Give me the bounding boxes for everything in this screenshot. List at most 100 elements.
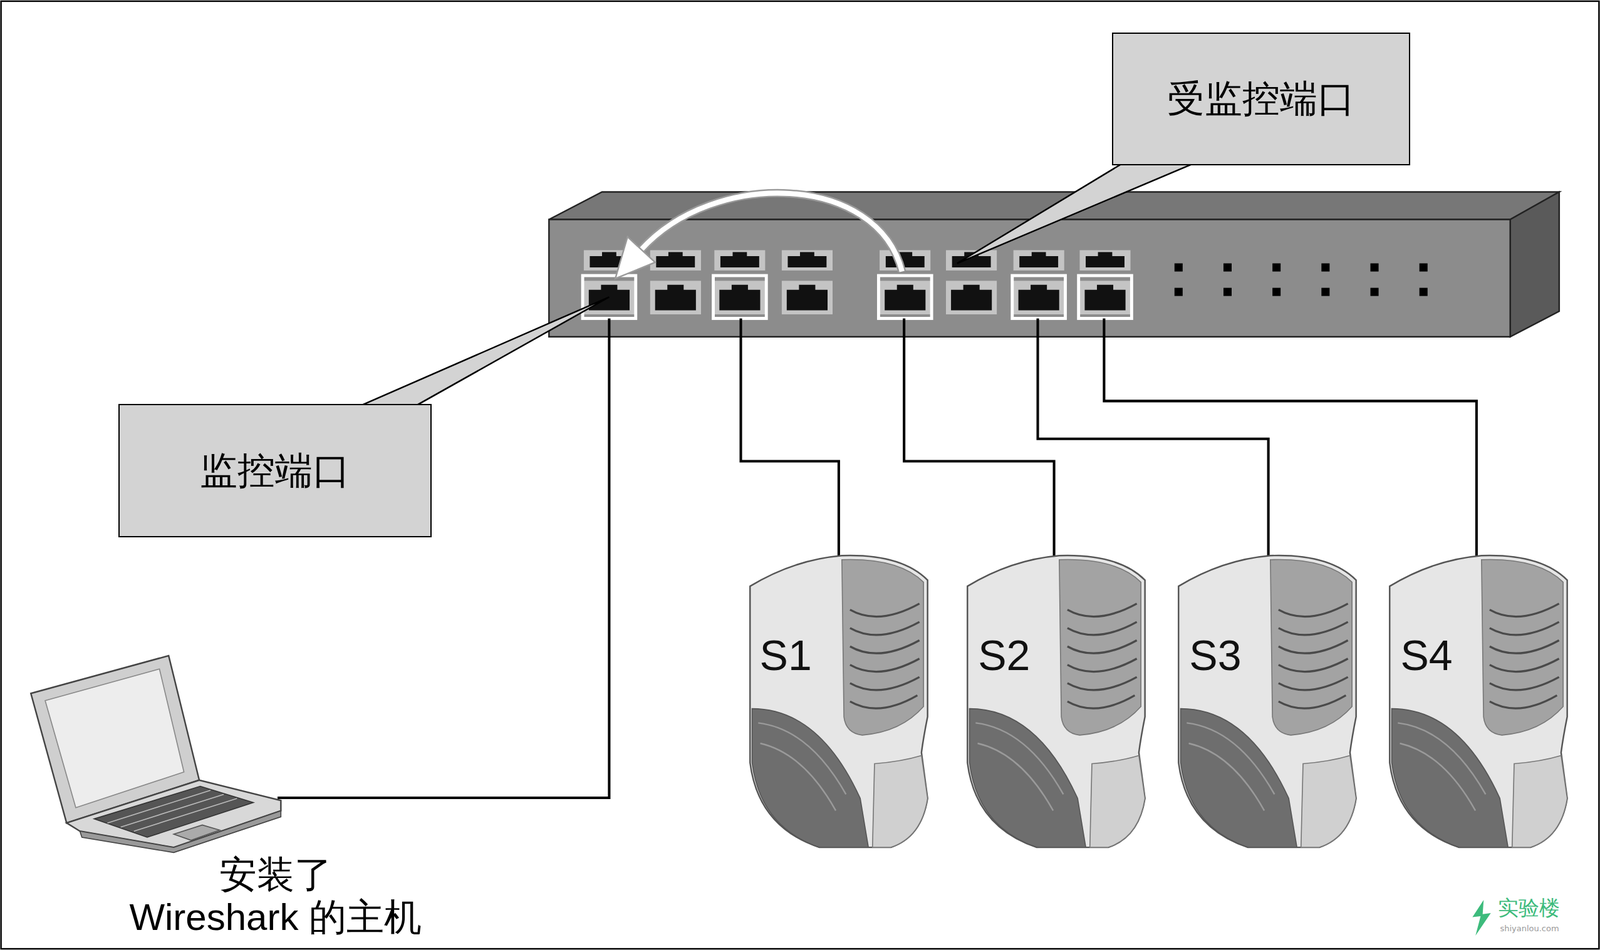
switch-port [583,249,1131,315]
network-cable [741,318,839,559]
server-outline [748,553,930,850]
server-part [1067,696,1135,710]
server-tower: S4 [1387,553,1570,850]
server-part [1090,756,1146,849]
port-highlight [713,275,767,319]
server-part [1392,709,1509,849]
switch-port [714,280,765,315]
server-part [1270,560,1352,736]
server-part [850,696,918,710]
server-part [1512,756,1568,849]
switch-port [781,249,833,271]
server-part [1489,696,1557,710]
server-part [1278,622,1349,636]
switch-port [1079,249,1131,271]
server-tower: S1 [748,553,930,850]
server-part [1397,723,1486,795]
server-part [872,756,928,849]
watermark-logo [1472,900,1491,936]
callout-leader [957,163,1195,264]
port-highlight [878,275,932,319]
server-part [1178,555,1356,848]
server-part [1067,640,1138,655]
switch-dots [1370,263,1379,272]
laptop-part [93,786,254,838]
server-part [967,555,1145,848]
server-part [1059,560,1141,736]
server-part [850,603,920,618]
port-highlight [582,275,1132,319]
server-part [1481,560,1564,736]
server-part [758,723,846,795]
server-part [850,622,920,636]
watermark-url: shiyanlou.com [1499,924,1559,934]
switch-port [1079,280,1131,315]
server-outline [965,553,1148,850]
server-part [1278,640,1349,655]
switch-port [945,280,997,315]
server-part [749,555,928,848]
callout-box: 受监控端口 [1111,32,1411,166]
switch-port [879,280,931,315]
server-part [1278,696,1346,710]
server-part [1067,603,1138,618]
server-part [1067,677,1138,691]
mirror-arrow [615,192,903,279]
server-label: S1 [759,633,812,677]
server-part [1278,603,1349,618]
server-tower: S2 [965,553,1148,850]
switch-port [1012,249,1064,271]
server-part [1301,756,1357,849]
server-label: S3 [1189,633,1242,677]
server-part [969,709,1086,849]
server-part [975,723,1064,795]
switch-port [650,249,702,271]
switch-port [650,280,702,315]
callout-box: 监控端口 [118,404,432,538]
callout-leader [357,296,609,408]
switch-dots [1321,263,1330,272]
server-outline [1176,553,1359,850]
server-part [850,659,920,673]
server-part [1489,640,1560,655]
switch-dots [1223,288,1232,297]
switch-port [945,249,997,271]
mirror-arrow [640,192,903,272]
switch-dots [1419,263,1428,272]
server-part [850,640,920,655]
server-part [841,560,924,736]
switch-dots [1223,263,1232,272]
watermark-text: 实验楼 [1497,897,1560,920]
server-part [751,709,869,849]
callout-text: 受监控端口 [1167,76,1356,122]
wireshark-host: 安装了 Wireshark 的主机 [20,647,450,944]
server-part [1400,743,1476,812]
server-part [850,677,920,691]
server-part [1067,659,1138,673]
watermark-logo [1472,900,1491,936]
switch-dots [1370,288,1379,297]
switch-port [1012,280,1064,315]
network-cable [903,318,1054,559]
server-part [1489,677,1560,691]
server-part [1389,555,1567,848]
laptop-part [107,790,237,832]
server-part [1067,622,1138,636]
network-cable [1038,318,1269,559]
server-label: S4 [1400,633,1453,677]
server-part [977,743,1054,812]
port-highlight [1012,275,1066,319]
server-part [1180,709,1298,849]
switch-dots [1321,288,1330,297]
server-part [1278,677,1349,691]
switch-port [714,249,765,271]
server-tower: S3 [1176,553,1359,850]
mirror-arrow [640,192,903,272]
switch-port [781,280,833,315]
server-part [1489,622,1560,636]
switch-dots [1174,288,1183,297]
host-label: 安装了 Wireshark 的主机 [122,853,429,940]
switch-dots [1174,263,1183,272]
